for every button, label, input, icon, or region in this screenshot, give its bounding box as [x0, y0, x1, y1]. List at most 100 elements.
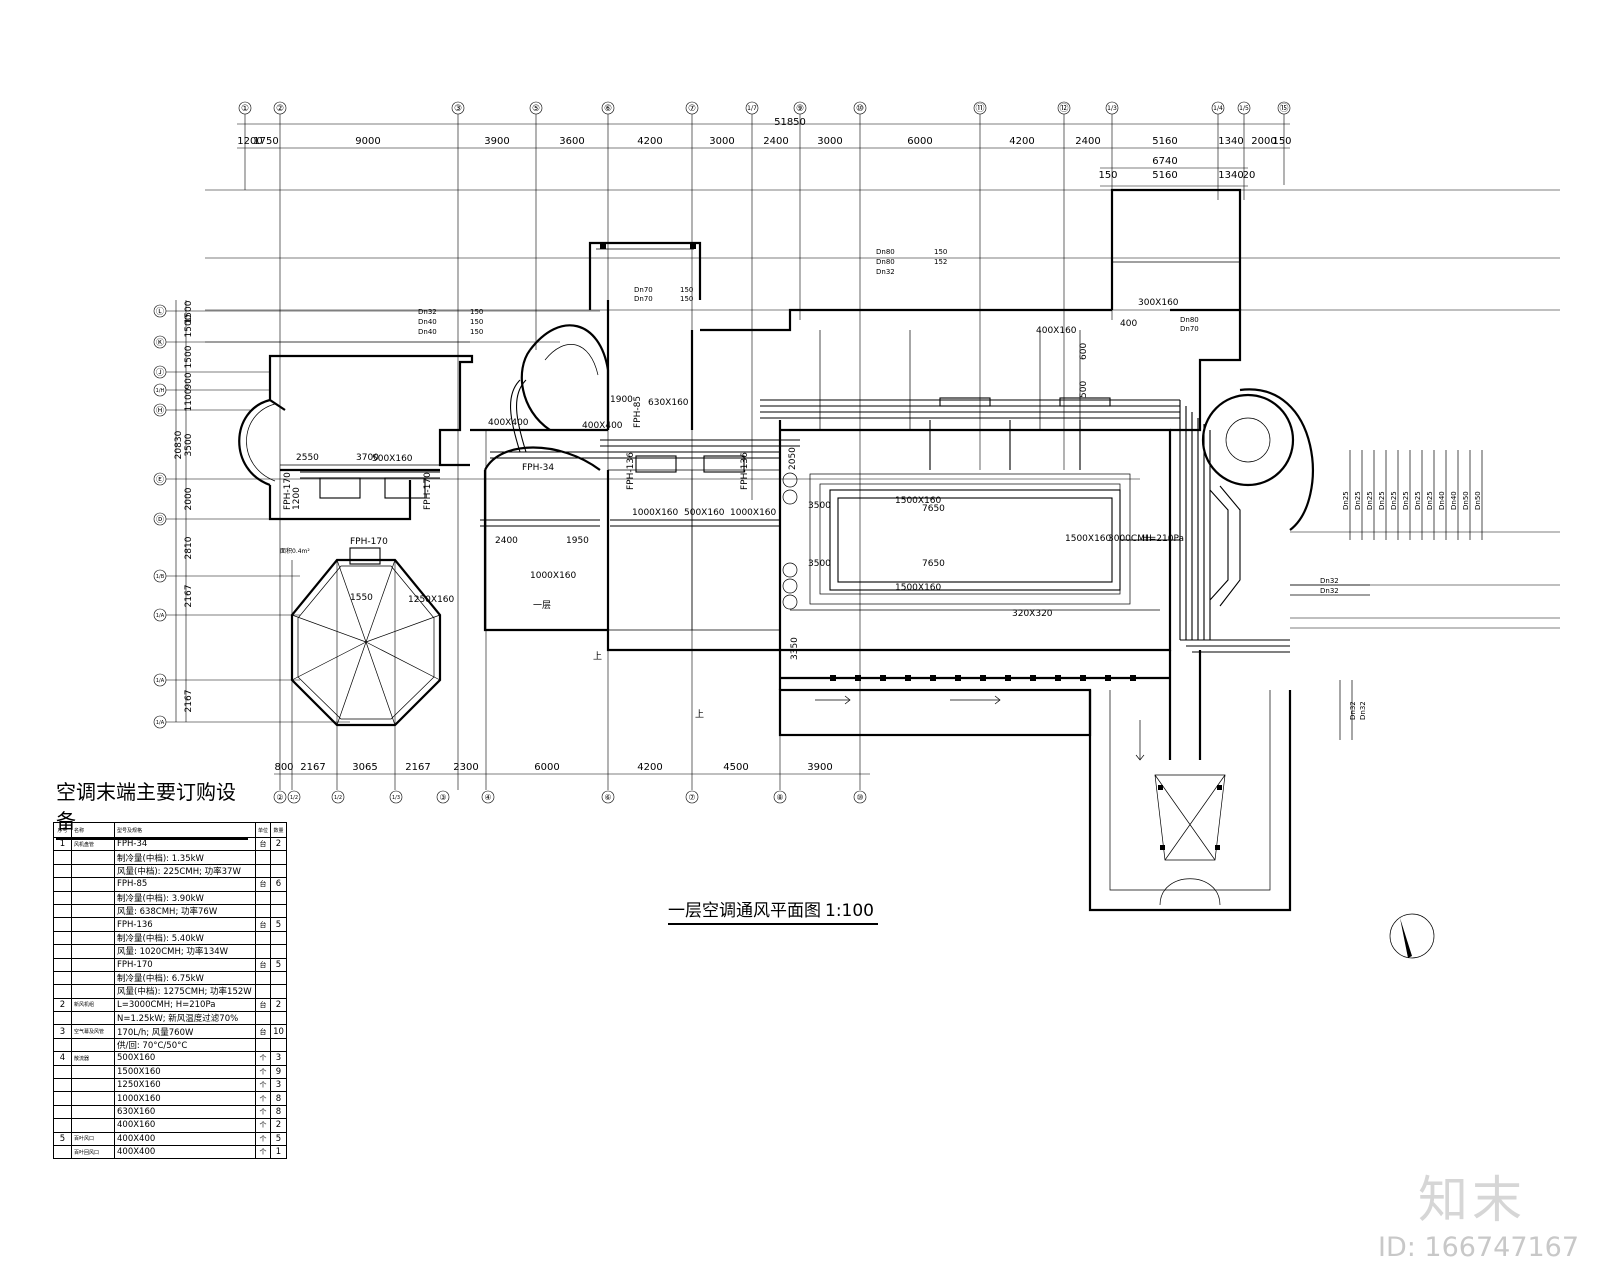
axis-bubble-left: 1/B: [156, 574, 165, 580]
table-row: 风量(中档): 1275CMH; 功率152W: [53, 984, 288, 999]
table-cell: [254, 863, 272, 879]
fcu-label: FPH-170: [423, 472, 433, 510]
table-cell: [270, 930, 288, 946]
head-label: H=210Pa: [1142, 534, 1184, 544]
table-cell: 4: [53, 1051, 72, 1066]
table-row: 制冷量(中档): 6.75kW: [53, 970, 288, 986]
table-cell: [254, 944, 272, 959]
axis-bubble-bottom: 1/3: [392, 795, 400, 801]
axis-bubble-bottom: 1/2: [290, 795, 298, 801]
table-cell: 个: [254, 1078, 272, 1093]
pipe-label: Dn32: [1349, 701, 1357, 720]
fcu-label: FPH-170: [350, 537, 388, 547]
table-cell: [71, 1064, 115, 1080]
table-cell: 制冷量(中档): 6.75kW: [114, 970, 256, 986]
table-cell: 400X400: [114, 1131, 256, 1146]
pipe-label: 150: [470, 318, 483, 326]
table-cell: 5: [270, 957, 288, 972]
table-cell: 2: [270, 997, 288, 1013]
drawing-title-text: 一层空调通风平面图: [668, 901, 821, 921]
table-cell: 风量: 1020CMH; 功率134W: [114, 944, 256, 959]
building-walls: [238, 188, 1314, 912]
table-cell: 散流器: [71, 1051, 115, 1066]
duct-size-label: 1000X160: [632, 508, 679, 518]
table-cell: [270, 1037, 288, 1053]
axis-bubble-left: 1/A: [156, 613, 165, 619]
table-cell: L=3000CMH; H=210Pa: [114, 997, 256, 1013]
dim-bottom: 2300: [453, 762, 478, 773]
table-row: 风量(中档): 225CMH; 功率37W: [53, 863, 288, 879]
table-cell: 型号及规格: [114, 822, 256, 838]
dim-sub-top: 5160: [1152, 170, 1177, 181]
axis-bubble-left: Ⓚ: [156, 338, 164, 347]
dim-top: 9000: [355, 136, 380, 147]
duct-size-label: 1000X160: [730, 508, 777, 518]
duct-size-label: 400X400: [582, 421, 623, 431]
table-cell: 风量: 638CMH; 功率76W: [114, 903, 256, 919]
pipe-label: 150: [470, 328, 483, 336]
table-cell: 台: [254, 836, 272, 852]
table-cell: 台: [254, 1024, 272, 1039]
table-cell: 1: [53, 836, 72, 852]
axis-bubble-bottom: ⑥: [604, 793, 611, 802]
axis-bubble-top: ⑥: [604, 104, 612, 114]
dim-left: 2810: [184, 536, 194, 559]
table-cell: FPH-85: [114, 877, 256, 892]
dim-left: 3500: [184, 433, 194, 456]
dim-label: 2400: [495, 536, 518, 546]
pipe-label: Dn70: [1180, 325, 1199, 333]
table-cell: 5: [53, 1131, 72, 1146]
fcu-label: FPH-136: [626, 452, 636, 490]
drawing-scale: 1:100: [825, 901, 874, 921]
fcu-label: FPH-136: [740, 452, 750, 490]
room-label: 一层: [533, 600, 551, 611]
table-cell: [254, 984, 272, 999]
table-cell: 500X160: [114, 1051, 256, 1066]
duct-size-label: 1500X160: [895, 496, 942, 506]
dim-sub-top: 20: [1243, 170, 1256, 181]
dim-label: 3500: [808, 501, 831, 511]
table-cell: 新风机组: [71, 997, 115, 1013]
pipe-label: Dn32: [876, 268, 895, 276]
duct-size-label: 1250X160: [408, 595, 455, 605]
table-cell: 个: [254, 1144, 272, 1160]
room-area-label: 面积0.4m²: [280, 547, 310, 555]
north-arrow-icon: [1389, 913, 1435, 959]
dim-left: 2167: [184, 585, 194, 608]
pipe-label: Dn32: [418, 308, 437, 316]
table-cell: [254, 1037, 272, 1053]
table-cell: [270, 970, 288, 986]
table-cell: [71, 917, 115, 932]
dim-top: 3000: [709, 136, 734, 147]
table-cell: 6: [270, 877, 288, 892]
axis-bubble-bottom: ⑩: [856, 793, 863, 802]
pipe-label: Dn50: [1474, 491, 1482, 510]
table-cell: [71, 903, 115, 919]
table-cell: 单位: [254, 822, 272, 838]
table-cell: 3: [53, 1024, 72, 1039]
table-cell: 台: [254, 917, 272, 932]
table-cell: [270, 863, 288, 879]
dim-bottom: 2167: [300, 762, 325, 773]
dim-sub-top: 150: [1098, 170, 1117, 181]
table-cell: FPH-34: [114, 836, 256, 852]
dim-bottom: 4200: [637, 762, 662, 773]
pipe-label: Dn40: [418, 318, 437, 326]
table-header-row: 序号名称型号及规格单位数量: [53, 822, 288, 838]
table-cell: 制冷量(中档): 3.90kW: [114, 890, 256, 905]
table-cell: [53, 890, 72, 905]
table-cell: [71, 930, 115, 946]
axis-bubble-top: ⑦: [688, 104, 696, 114]
table-cell: 3: [270, 1051, 288, 1066]
axis-bubble-left: 1/H: [156, 388, 165, 394]
dim-bottom: 800: [274, 762, 293, 773]
axis-bubble-left: Ⓓ: [156, 515, 164, 524]
room-label: 上: [593, 651, 602, 662]
table-cell: [53, 930, 72, 946]
